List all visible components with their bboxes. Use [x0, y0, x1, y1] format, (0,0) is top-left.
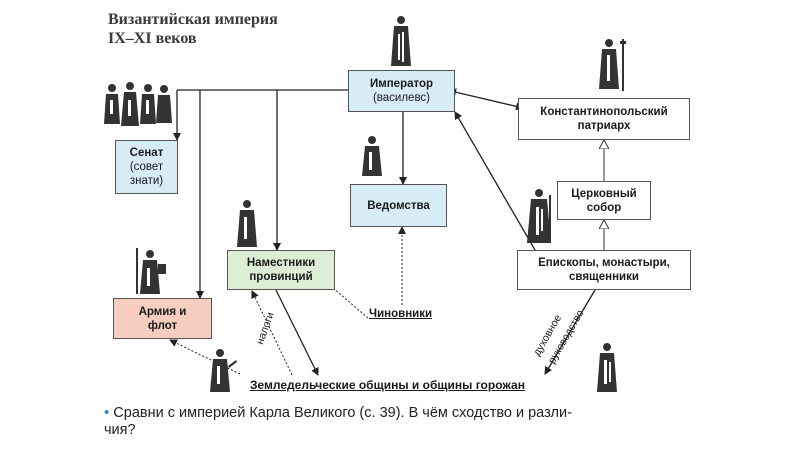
patriarch-label-1: Константинопольский — [540, 106, 668, 118]
official-figure — [362, 136, 382, 176]
line-taxes — [251, 290, 293, 376]
soldier-figure — [136, 248, 166, 294]
line-bishops-emperor — [454, 111, 536, 251]
bishops-box: Епископы, монастыри, священники — [517, 250, 691, 290]
line-emperor-patriarch — [448, 88, 524, 111]
patriarch-box: Константинопольский патриарх — [518, 98, 690, 140]
emperor-label: Император — [369, 78, 434, 90]
senate-label: Сенат — [129, 147, 164, 159]
officials-label: Чиновники — [369, 308, 433, 320]
governors-label-2: провинций — [249, 271, 313, 283]
bishops-label-1: Епископы, монастыри, — [538, 257, 670, 269]
footer-question: • Сравни с империей Карла Великого (с. 3… — [104, 404, 664, 439]
governors-label-1: Наместники — [246, 257, 316, 269]
line-communities-army — [169, 339, 241, 375]
departments-label: Ведомства — [367, 199, 430, 212]
council-label-2: собор — [586, 201, 622, 214]
army-box: Армия и флот — [113, 298, 212, 339]
senate-sub-1: (совет — [129, 161, 164, 173]
council-box: Церковный собор — [557, 181, 651, 220]
line-governors-communities — [275, 289, 319, 376]
bullet-icon: • — [104, 404, 110, 421]
line-officials-governors — [325, 281, 369, 319]
army-label-2: флот — [147, 319, 178, 332]
council-label-1: Церковный — [571, 187, 637, 200]
title-line-2: IX–XI веков — [108, 30, 197, 47]
emperor-box: Император (василевс) — [348, 70, 455, 112]
emperor-figure — [391, 16, 411, 66]
governor-figure — [237, 200, 257, 247]
townsman-figure — [597, 343, 617, 392]
peasant-figure — [210, 349, 237, 392]
bishop-figure — [527, 189, 551, 243]
emperor-sub: (василевс) — [372, 92, 431, 104]
bishops-label-2: священники — [569, 271, 639, 283]
senators-figures — [104, 82, 172, 126]
line-bishops-communities — [544, 289, 596, 375]
senate-box: Сенат (совет знати) — [115, 140, 178, 194]
patriarch-label-2: патриарх — [577, 120, 631, 132]
departments-box: Ведомства — [350, 184, 447, 227]
governors-box: Наместники провинций — [227, 250, 335, 290]
question-text: Сравни с империей Карла Великого (с. 39)… — [113, 405, 572, 421]
senate-sub-2: знати) — [129, 175, 164, 187]
patriarch-figure — [599, 39, 626, 91]
title-line-1: Византийская империя — [108, 11, 278, 28]
army-label-1: Армия и — [138, 305, 187, 318]
diagram-title: Византийская империя IX–XI веков — [108, 10, 278, 48]
question-text-2: чия? — [104, 422, 136, 438]
communities-label: Земледельческие общины и общины горожан — [250, 378, 525, 392]
